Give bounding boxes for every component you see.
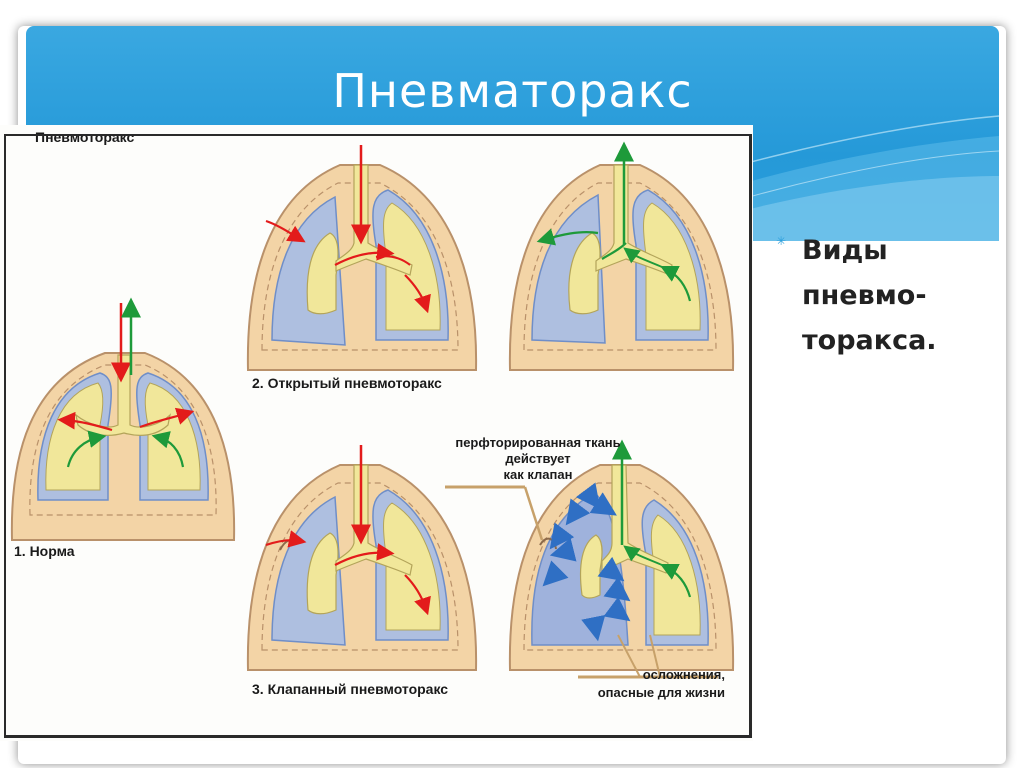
bullet-line-1: Виды (802, 235, 888, 266)
figure-heading: Пневмоторакс (35, 129, 135, 145)
pressure-arrow (565, 498, 591, 526)
pressure-arrow (589, 492, 617, 516)
bullet-star-icon: ✳ (776, 234, 787, 248)
pneumothorax-illustration: Пневмоторакс 1. Норма 2. Открытый пневмо… (0, 125, 753, 741)
slide-title: Пневматоракс (332, 64, 693, 118)
pressure-arrow (597, 556, 625, 582)
chest-open-exhale (508, 141, 735, 371)
annotation-valve-line1: перфторированная ткань (455, 435, 621, 450)
pressure-arrow (603, 596, 631, 622)
chest-normal (10, 297, 236, 541)
pressure-arrow (581, 614, 606, 642)
pressure-arrow (542, 560, 569, 587)
label-valve-pneumothorax: 3. Клапанный пневмоторакс (252, 681, 449, 697)
label-normal: 1. Норма (14, 543, 75, 559)
label-open-pneumothorax: 2. Открытый пневмоторакс (252, 375, 442, 391)
figure-border (4, 134, 752, 738)
pneumothorax-diagram (10, 141, 735, 679)
annotation-valve-line2: действует (505, 451, 571, 466)
pressure-arrow (549, 537, 577, 562)
bullet-line-3: торакса. (802, 325, 937, 356)
chest-valve-exhale (445, 439, 735, 679)
annotation-danger-line1: осложнения, (642, 667, 725, 682)
bullet-item: Виды пневмо- торакса. (802, 228, 1002, 363)
chest-open-inhale (246, 145, 478, 371)
pressure-arrow (603, 576, 631, 602)
chest-valve-inhale (246, 445, 478, 671)
bullet-line-2: пневмо- (802, 280, 927, 311)
annotation-valve-line3: как клапан (503, 467, 573, 482)
annotation-danger-line2: опасные для жизни (597, 685, 725, 700)
